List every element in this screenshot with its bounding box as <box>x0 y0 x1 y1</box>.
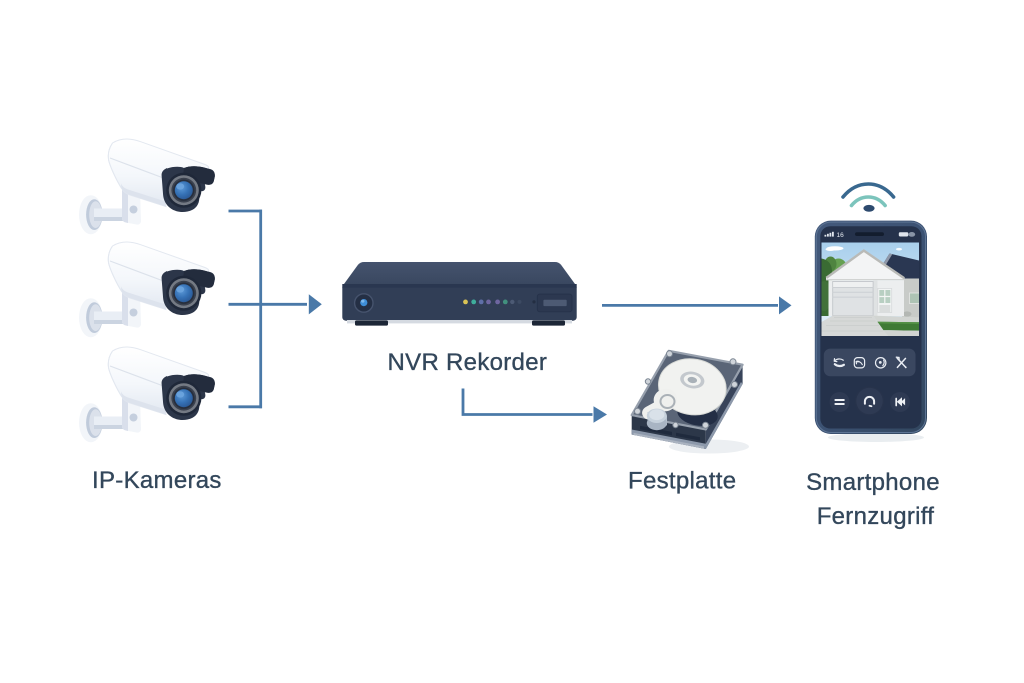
svg-text:IP-Kameras: IP-Kameras <box>92 467 222 494</box>
svg-text:Fernzugriff: Fernzugriff <box>817 503 935 530</box>
svg-text:NVR Rekorder: NVR Rekorder <box>388 349 548 376</box>
svg-text:Festplatte: Festplatte <box>628 468 736 495</box>
svg-text:16: 16 <box>837 232 845 239</box>
svg-text:Smartphone: Smartphone <box>806 469 940 496</box>
